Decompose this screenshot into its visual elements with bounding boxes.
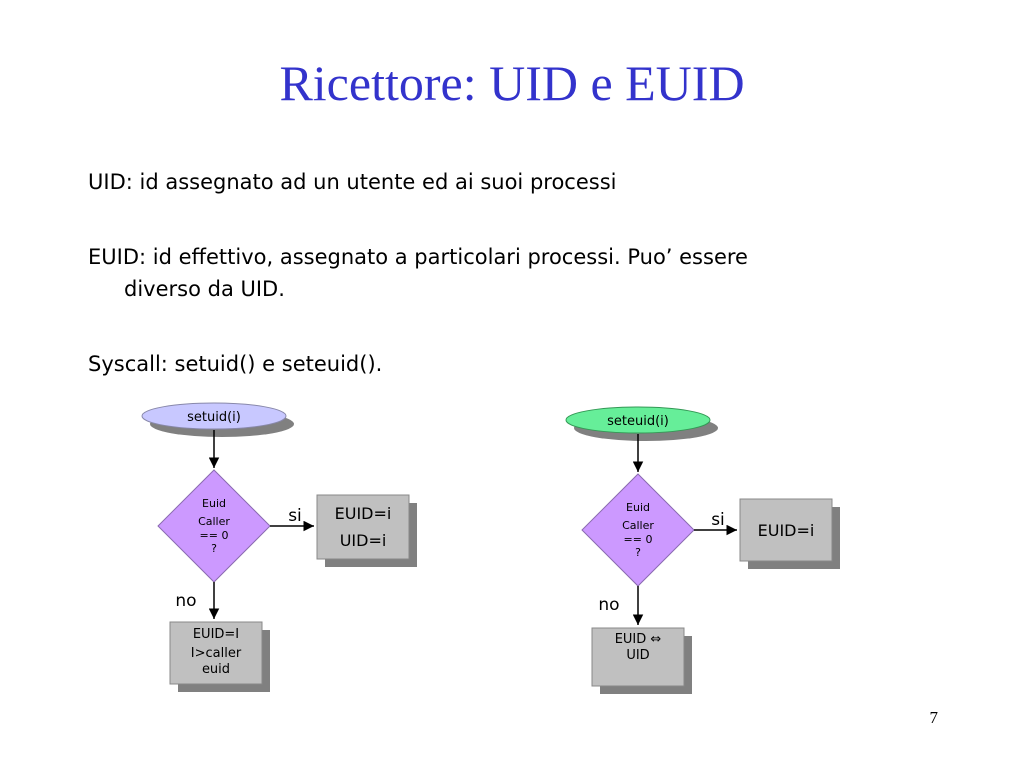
yes-box-line: EUID=i — [758, 521, 815, 540]
bullet-uid: UID: id assegnato ad un utente ed ai suo… — [88, 166, 616, 198]
page-number: 7 — [929, 708, 939, 727]
decision-line: ? — [211, 542, 217, 555]
no-box-line: I>caller — [191, 646, 242, 661]
start-node — [141, 402, 287, 430]
no-box — [591, 627, 685, 687]
yes-label: si — [288, 506, 302, 526]
yes-box-line: UID=i — [340, 531, 387, 550]
yes-box-line: EUID=i — [335, 504, 392, 523]
no-box-line: EUID ⇔ — [615, 632, 662, 647]
decision-line: ? — [635, 546, 641, 559]
decision-line: == 0 — [624, 533, 653, 546]
bullet-text: UID: id assegnato ad un utente ed ai suo… — [88, 170, 617, 194]
flowchart-left: setuid(i) Euid Caller == 0 ? si EUID=i U… — [141, 402, 417, 692]
slide-title: Ricettore: UID e EUID — [279, 55, 745, 111]
flowchart-right: seteuid(i) Euid Caller == 0 ? si EUID=i … — [565, 406, 840, 694]
no-box-line: euid — [202, 662, 230, 677]
yes-label: si — [711, 510, 725, 530]
decision-line: Euid — [626, 501, 650, 514]
bullet-syscall: Syscall: setuid() e seteuid(). — [88, 348, 382, 380]
decision-line: == 0 — [200, 529, 229, 542]
yes-box — [739, 498, 833, 562]
no-box — [169, 621, 263, 685]
start-node — [565, 406, 711, 434]
bullet-text: Syscall: setuid() e seteuid(). — [88, 352, 383, 376]
bullet-text: EUID: id effettivo, assegnato a particol… — [88, 245, 748, 269]
yes-box — [316, 494, 410, 560]
decision-line: Caller — [622, 519, 654, 532]
decision-line: Euid — [202, 497, 226, 510]
no-label: no — [598, 595, 619, 615]
decision-line: Caller — [198, 515, 230, 528]
no-box-line: UID — [626, 648, 649, 663]
start-label: setuid(i) — [187, 410, 241, 425]
bullet-euid: EUID: id effettivo, assegnato a particol… — [88, 241, 748, 305]
no-box-line: EUID=I — [193, 627, 239, 642]
start-label: seteuid(i) — [607, 414, 669, 429]
bullet-text-continuation: diverso da UID. — [124, 277, 285, 301]
no-label: no — [175, 591, 196, 611]
